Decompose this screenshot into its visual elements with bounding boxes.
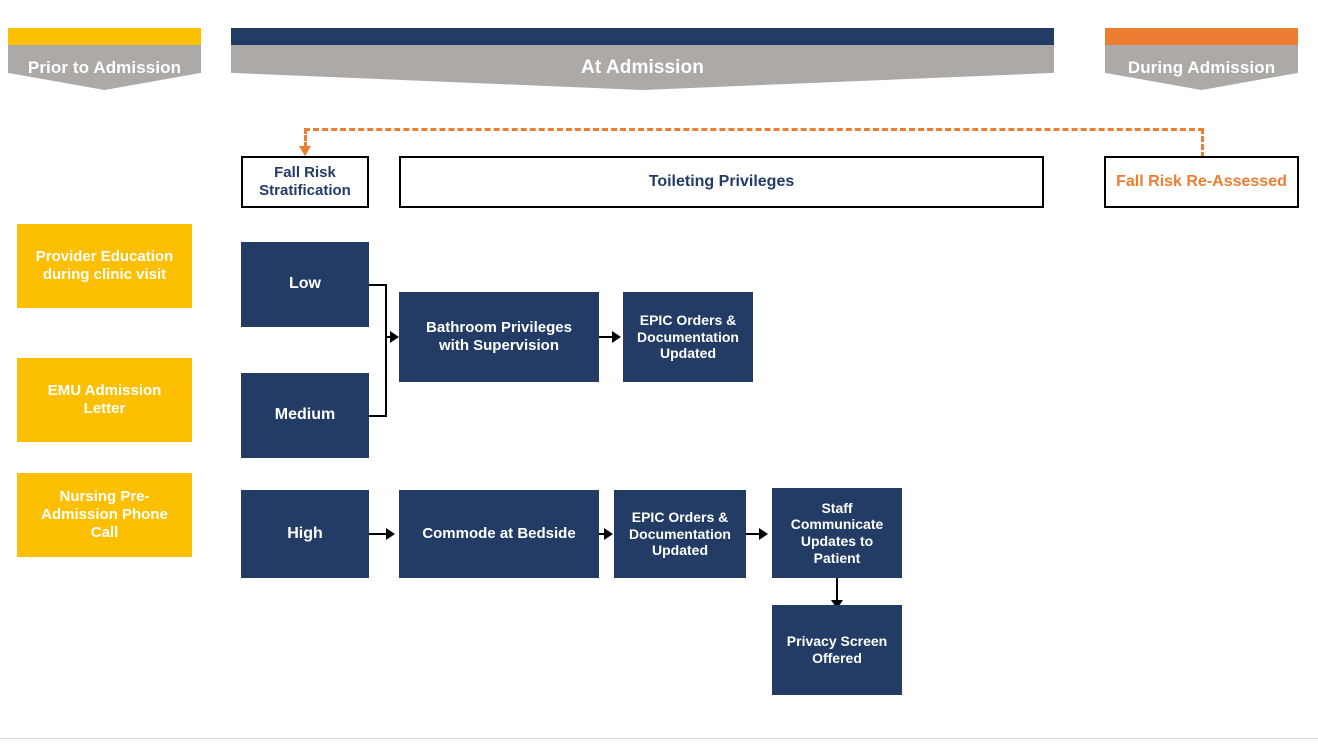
prior-item-nursing-phone-call-label: Nursing Pre-Admission Phone Call xyxy=(41,488,168,541)
staff-communicate-box[interactable]: Staff Communicate Updates to Patient xyxy=(772,488,902,578)
epic-orders-low-medium-box[interactable]: EPIC Orders & Documentation Updated xyxy=(623,292,753,382)
connector-low-out xyxy=(369,284,387,286)
connector-bathroom-to-epic-arrowhead xyxy=(612,331,621,343)
phase-accent-bar-during xyxy=(1105,28,1298,45)
connector-bathroom-to-epic xyxy=(599,336,614,338)
connector-commode-to-epic xyxy=(599,533,607,535)
slide-boundary-line xyxy=(0,738,1318,739)
connector-join-to-bathroom xyxy=(385,336,393,338)
prior-item-nursing-phone-call[interactable]: Nursing Pre-Admission Phone Call xyxy=(17,473,192,557)
prior-item-provider-education-label: Provider Education during clinic visit xyxy=(35,248,174,283)
bathroom-privileges-label: Bathroom Privileges with Supervision xyxy=(426,319,572,354)
fall-risk-reassessed-box[interactable]: Fall Risk Re-Assessed xyxy=(1104,156,1299,208)
connector-epic-to-staff-arrowhead xyxy=(759,528,768,540)
connector-commode-to-epic-arrowhead xyxy=(604,528,613,540)
feedback-loop-drop-left xyxy=(304,128,307,148)
phase-banner-at-admission: At Admission xyxy=(231,28,1054,90)
connector-staff-to-privacy-arrowhead xyxy=(831,600,843,609)
risk-level-medium-box[interactable]: Medium xyxy=(241,373,369,458)
staff-communicate-label: Staff Communicate Updates to Patient xyxy=(790,499,884,566)
phase-banner-body-at xyxy=(231,45,1054,90)
connector-high-to-commode xyxy=(369,533,388,535)
epic-orders-high-label: EPIC Orders & Documentation Updated xyxy=(629,509,731,559)
risk-level-low-label: Low xyxy=(289,275,321,293)
feedback-loop-horizontal xyxy=(304,128,1204,131)
connector-staff-to-privacy xyxy=(836,578,838,603)
connector-low-medium-join xyxy=(385,284,387,417)
connector-medium-out xyxy=(369,415,387,417)
toileting-privileges-box[interactable]: Toileting Privileges xyxy=(399,156,1044,208)
fall-risk-reassessed-label: Fall Risk Re-Assessed xyxy=(1116,172,1287,190)
feedback-loop-drop-right xyxy=(1201,128,1204,158)
risk-level-medium-label: Medium xyxy=(274,406,336,424)
phase-banner-body-prior xyxy=(8,45,201,90)
prior-item-emu-letter-label: EMU Admission Letter xyxy=(47,382,162,417)
fall-risk-stratification-label: Fall Risk Stratification xyxy=(259,164,351,199)
privacy-screen-offered-box[interactable]: Privacy Screen Offered xyxy=(772,605,902,695)
commode-at-bedside-label: Commode at Bedside xyxy=(422,525,576,543)
phase-accent-bar-prior xyxy=(8,28,201,45)
feedback-loop-arrowhead xyxy=(299,146,311,156)
risk-level-low-box[interactable]: Low xyxy=(241,242,369,327)
connector-high-to-commode-arrowhead xyxy=(386,528,395,540)
connector-join-arrowhead xyxy=(390,331,399,343)
epic-orders-high-box[interactable]: EPIC Orders & Documentation Updated xyxy=(614,490,746,578)
risk-level-high-label: High xyxy=(287,524,323,542)
connector-epic-to-staff xyxy=(746,533,760,535)
prior-item-emu-letter[interactable]: EMU Admission Letter xyxy=(17,358,192,442)
commode-at-bedside-box[interactable]: Commode at Bedside xyxy=(399,490,599,578)
epic-orders-low-medium-label: EPIC Orders & Documentation Updated xyxy=(637,312,739,362)
fall-risk-stratification-box[interactable]: Fall Risk Stratification xyxy=(241,156,369,208)
bathroom-privileges-box[interactable]: Bathroom Privileges with Supervision xyxy=(399,292,599,382)
phase-banner-prior-to-admission: Prior to Admission xyxy=(8,28,201,90)
phase-accent-bar-at xyxy=(231,28,1054,45)
phase-banner-body-during xyxy=(1105,45,1298,90)
phase-banner-during-admission: During Admission xyxy=(1105,28,1298,90)
prior-item-provider-education[interactable]: Provider Education during clinic visit xyxy=(17,224,192,308)
toileting-privileges-label: Toileting Privileges xyxy=(648,172,795,190)
privacy-screen-offered-label: Privacy Screen Offered xyxy=(786,633,888,666)
risk-level-high-box[interactable]: High xyxy=(241,490,369,578)
